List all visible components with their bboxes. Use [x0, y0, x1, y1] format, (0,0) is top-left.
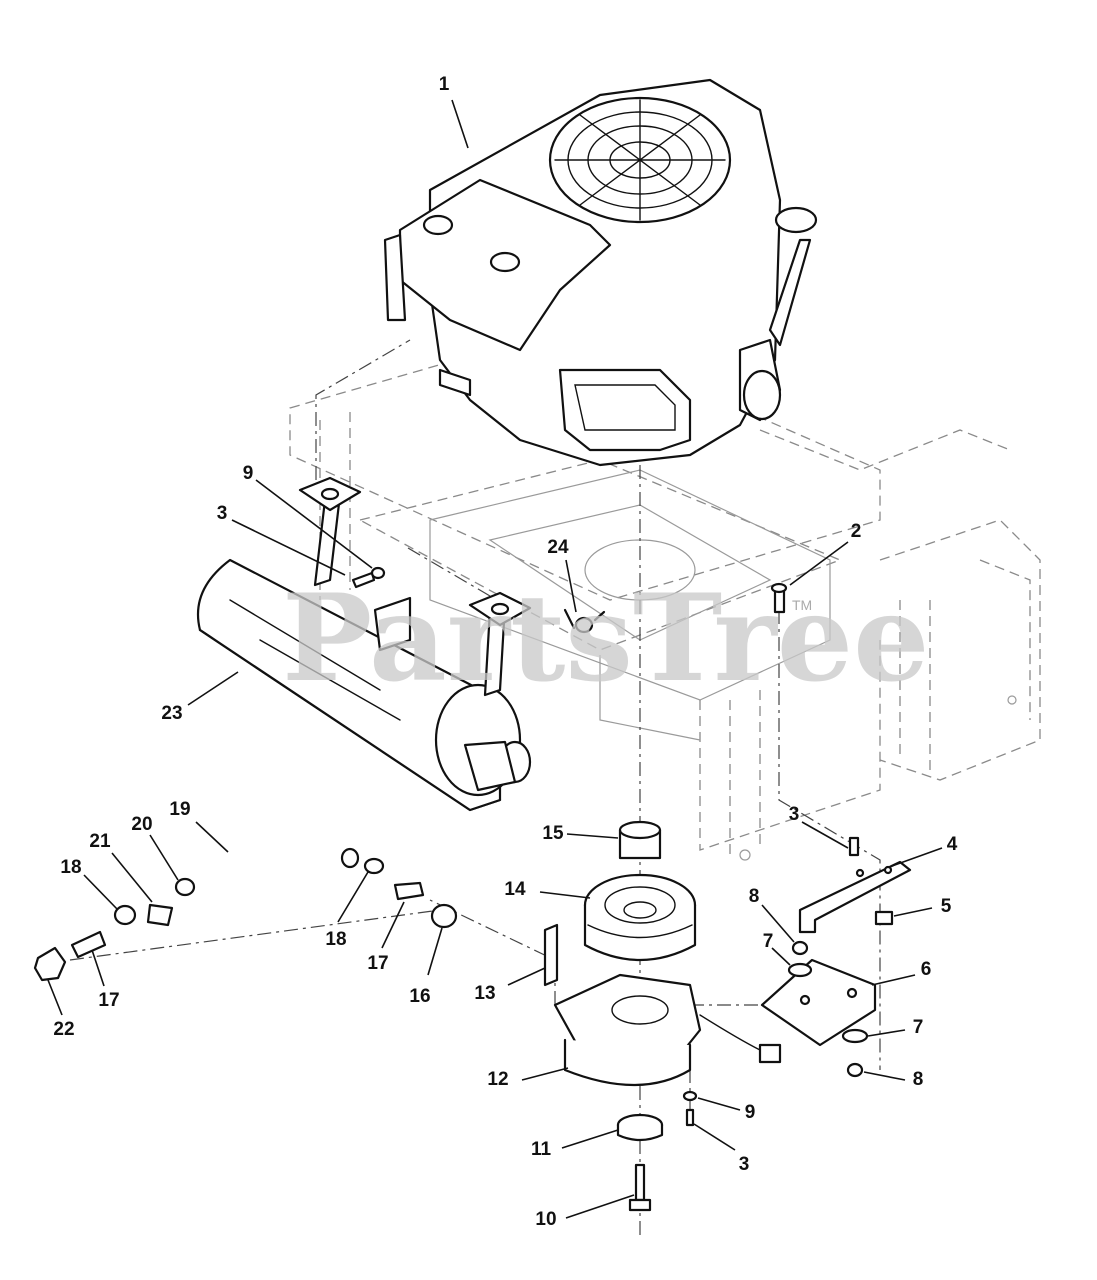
callout-3: 3: [789, 804, 800, 825]
callout-4: 4: [947, 834, 958, 855]
callout-6: 6: [921, 959, 932, 980]
callout-16: 16: [409, 986, 430, 1007]
callout-20: 20: [131, 814, 152, 835]
callout-10: 10: [535, 1209, 556, 1230]
callout-23: 23: [161, 703, 182, 724]
callout-22: 22: [53, 1019, 74, 1040]
callout-3: 3: [217, 503, 228, 524]
callout-2: 2: [851, 521, 862, 542]
leader-lines: [47, 99, 943, 1219]
callout-24: 24: [547, 537, 569, 558]
callout-12: 12: [487, 1069, 508, 1090]
muffler: [196, 476, 532, 812]
callout-1: 1: [439, 74, 450, 95]
engine: [383, 78, 818, 467]
callout-18: 18: [325, 929, 346, 950]
callout-21: 21: [89, 831, 111, 852]
callout-18: 18: [60, 857, 81, 878]
watermark-trademark: TM: [792, 597, 812, 613]
callout-3: 3: [739, 1154, 750, 1175]
callout-13: 13: [474, 983, 495, 1004]
watermark-text: PartsTree: [282, 568, 929, 709]
pto-clutch-stack: [543, 820, 782, 1212]
callout-labels: 1 2 3 3 3 4 5 6 7 7 8 8 9 9 10 11 12 13 …: [53, 74, 957, 1230]
callout-8: 8: [749, 886, 760, 907]
muffler-fasteners: [351, 566, 788, 634]
callout-17: 17: [367, 953, 388, 974]
callout-7: 7: [913, 1017, 924, 1038]
callout-9: 9: [243, 463, 254, 484]
callout-14: 14: [504, 879, 526, 900]
callout-17: 17: [98, 990, 119, 1011]
callout-9: 9: [745, 1102, 756, 1123]
watermark: PartsTree TM: [282, 568, 929, 709]
callout-8: 8: [913, 1069, 924, 1090]
clutch-brackets: [760, 836, 912, 1078]
fuel-line-assembly: [33, 840, 458, 982]
callout-15: 15: [542, 823, 564, 844]
callout-19: 19: [169, 799, 190, 820]
callout-11: 11: [531, 1139, 552, 1160]
callout-7: 7: [763, 931, 774, 952]
callout-5: 5: [941, 896, 952, 917]
